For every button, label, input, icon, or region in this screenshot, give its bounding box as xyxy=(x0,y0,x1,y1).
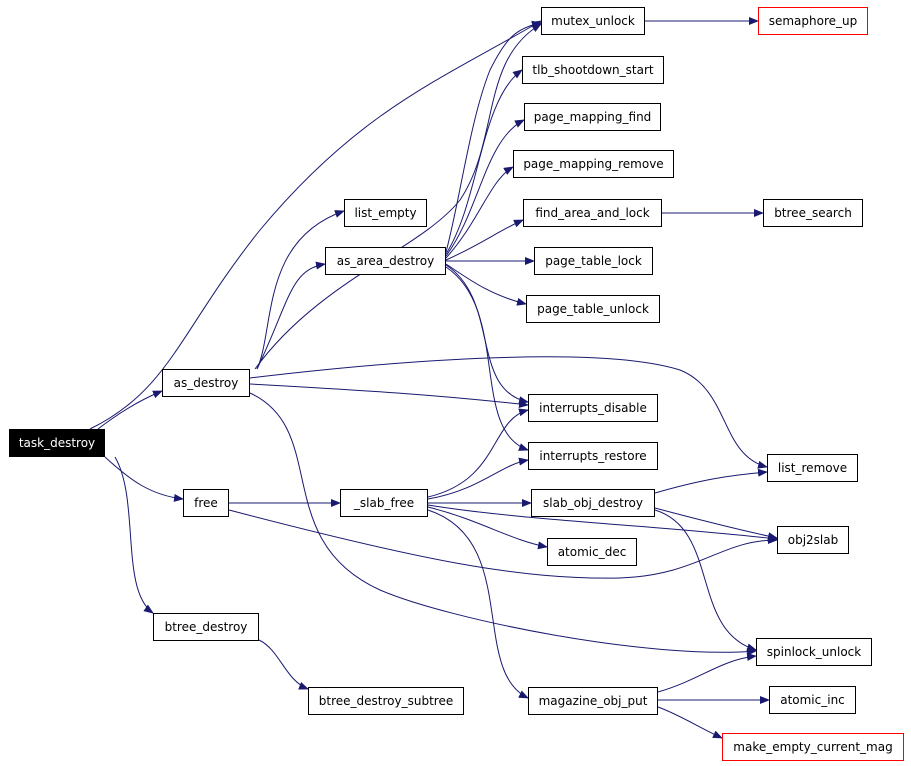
edge-task-destroy-to-btree-destroy xyxy=(114,456,154,614)
node-obj2slab[interactable]: obj2slab xyxy=(777,526,849,554)
node-atomic-inc[interactable]: atomic_inc xyxy=(769,686,856,714)
node-spinlock-unlock[interactable]: spinlock_unlock xyxy=(756,638,872,666)
node-interrupts-restore[interactable]: interrupts_restore xyxy=(528,442,658,470)
edge-slab-free-to-atomic-dec xyxy=(427,506,548,550)
node-page-table-unlock[interactable]: page_table_unlock xyxy=(526,295,660,323)
node-btree-destroy-subtree[interactable]: btree_destroy_subtree xyxy=(308,687,464,715)
edge-as-area-destroy-to-find-area-and-lock xyxy=(445,219,524,261)
node-page-table-lock[interactable]: page_table_lock xyxy=(534,247,653,275)
node-as-area-destroy[interactable]: as_area_destroy xyxy=(325,247,446,275)
edge-task-destroy-to-free xyxy=(104,456,184,502)
node-btree-destroy[interactable]: btree_destroy xyxy=(153,613,259,641)
node-slab-free[interactable]: _slab_free xyxy=(340,489,428,517)
node-list-remove[interactable]: list_remove xyxy=(767,454,858,482)
edge-slab-free-to-magazine-obj-put xyxy=(427,509,529,699)
edge-slab-free-to-interrupts-restore xyxy=(427,457,529,500)
edge-slab-free-to-obj2slab xyxy=(427,504,778,542)
edge-as-destroy-to-interrupts-disable xyxy=(249,383,529,408)
edge-as-area-destroy-to-interrupts-disable xyxy=(445,264,529,405)
node-semaphore-up[interactable]: semaphore_up xyxy=(758,7,868,35)
node-page-mapping-remove[interactable]: page_mapping_remove xyxy=(513,150,674,178)
edge-as-area-destroy-to-mutex-unlock xyxy=(445,20,542,253)
node-magazine-obj-put[interactable]: magazine_obj_put xyxy=(528,687,658,715)
node-make-empty-current-mag[interactable]: make_empty_current_mag xyxy=(722,733,904,761)
node-list-empty[interactable]: list_empty xyxy=(344,199,427,227)
edge-as-area-destroy-to-page-table-unlock xyxy=(445,263,527,306)
node-as-destroy[interactable]: as_destroy xyxy=(162,369,250,397)
edge-free-to-obj2slab xyxy=(228,509,778,579)
edge-task-destroy-to-as-destroy xyxy=(97,390,163,430)
node-interrupts-disable[interactable]: interrupts_disable xyxy=(528,394,658,422)
edge-slab-obj-destroy-to-spinlock-unlock xyxy=(654,509,757,652)
edge-as-destroy-to-list-empty xyxy=(256,210,345,370)
edge-as-area-destroy-to-interrupts-restore xyxy=(445,266,529,451)
node-mutex-unlock[interactable]: mutex_unlock xyxy=(541,7,645,35)
node-btree-search[interactable]: btree_search xyxy=(763,199,863,227)
edge-as-destroy-to-spinlock-unlock xyxy=(249,392,757,656)
edge-as-area-destroy-to-tlb-shootdown-start xyxy=(445,69,523,255)
edge-as-area-destroy-to-page-mapping-find xyxy=(445,119,525,257)
node-page-mapping-find[interactable]: page_mapping_find xyxy=(524,103,661,131)
node-atomic-dec[interactable]: atomic_dec xyxy=(547,538,637,566)
edge-slab-free-to-interrupts-disable xyxy=(427,408,529,498)
node-task-destroy[interactable]: task_destroy xyxy=(9,429,105,457)
node-tlb-shootdown-start[interactable]: tlb_shootdown_start xyxy=(522,56,664,84)
edge-as-area-destroy-to-page-mapping-remove xyxy=(445,166,514,259)
edge-btree-destroy-to-btree-destroy-subtree xyxy=(258,639,309,690)
node-free[interactable]: free xyxy=(183,489,229,517)
edge-magazine-obj-put-to-spinlock-unlock xyxy=(657,653,757,693)
edge-as-destroy-to-mutex-unlock xyxy=(254,23,542,370)
edge-slab-obj-destroy-to-obj2slab xyxy=(654,507,778,541)
edge-as-destroy-to-as-area-destroy xyxy=(256,261,326,370)
edge-slab-obj-destroy-to-list-remove xyxy=(654,468,768,494)
edge-as-destroy-to-list-remove xyxy=(249,356,768,469)
edge-magazine-obj-put-to-make-empty-current-mag xyxy=(657,706,723,739)
edge-task-destroy-to-mutex-unlock xyxy=(89,20,542,430)
node-find-area-and-lock[interactable]: find_area_and_lock xyxy=(523,199,662,227)
node-slab-obj-destroy[interactable]: slab_obj_destroy xyxy=(531,489,655,517)
